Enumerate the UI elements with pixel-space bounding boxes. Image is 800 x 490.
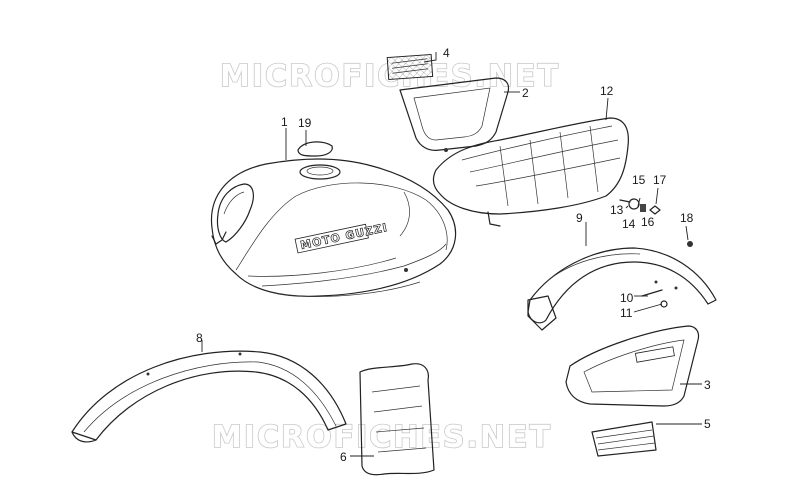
callout-16: 16	[641, 215, 655, 229]
callout-18: 18	[680, 211, 694, 225]
callout-2: 2	[522, 86, 529, 100]
callout-8: 8	[196, 331, 203, 345]
callout-1: 1	[281, 115, 288, 129]
side-panel-lower[interactable]	[565, 325, 700, 407]
tank-logo-text: MOTO GUZZI	[299, 221, 389, 252]
seat[interactable]	[432, 117, 629, 227]
decal-sheet[interactable]	[359, 363, 435, 476]
side-panel-upper[interactable]	[399, 77, 510, 152]
callout-15: 15	[632, 173, 646, 187]
callout-17: 17	[653, 173, 667, 187]
seat-fasteners[interactable]	[619, 198, 693, 247]
tank-logo-badge: MOTO GUZZI	[294, 221, 389, 254]
front-mudguard[interactable]	[71, 350, 347, 443]
callout-12: 12	[600, 84, 614, 98]
callout-10: 10	[620, 291, 634, 305]
fuel-tank[interactable]: MOTO GUZZI	[210, 158, 457, 297]
callout-numbers: 1 19 2 4 12 15 17 13 14 16 18 9 10 11 3 …	[196, 46, 711, 464]
badge-lower[interactable]	[591, 421, 657, 457]
callout-4: 4	[443, 46, 450, 60]
callout-3: 3	[704, 378, 711, 392]
callout-9: 9	[576, 211, 583, 225]
callout-5: 5	[704, 417, 711, 431]
badge-upper[interactable]	[386, 53, 434, 81]
leader-lines	[201, 52, 702, 457]
callout-13: 13	[610, 203, 624, 217]
watermark-bottom: MICROFICHES.NET	[212, 420, 552, 455]
callout-14: 14	[622, 217, 636, 231]
callout-19: 19	[298, 116, 312, 130]
callout-6: 6	[340, 450, 347, 464]
filler-gasket[interactable]	[297, 141, 333, 157]
callout-11: 11	[620, 306, 633, 320]
